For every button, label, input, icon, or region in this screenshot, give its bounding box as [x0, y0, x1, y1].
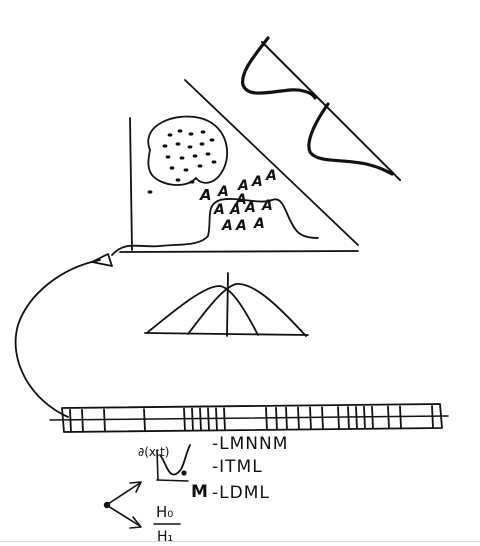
small-plot-point: [181, 470, 187, 476]
timeline-tick: [275, 406, 278, 431]
arc-arrowhead-icon: [91, 253, 113, 267]
cluster-dot: [205, 152, 211, 156]
a-symbol: A: [229, 202, 241, 218]
cluster-dot: [188, 132, 194, 136]
method-item-2: -ITML: [212, 457, 263, 477]
timeline-ticks: [69, 405, 434, 433]
timeline-tick: [371, 405, 374, 430]
cluster-dot: [199, 142, 205, 146]
small-plot-x-axis: [156, 479, 189, 482]
dist-curve-right: [187, 283, 307, 337]
small-plot-marker: M: [191, 482, 208, 502]
small-plot: ∂(x;t) M: [138, 444, 208, 502]
a-symbol: A: [199, 186, 212, 204]
cluster-boundary-blob: [147, 115, 228, 186]
cluster-dot: [209, 138, 215, 142]
a-symbol: A: [221, 218, 233, 234]
arrow-down-line: [107, 505, 141, 527]
a-symbol: A: [217, 184, 229, 200]
timeline-tick: [355, 405, 358, 430]
overlapping-distributions: [144, 272, 309, 337]
timeline-tick: [143, 408, 146, 433]
timeline-centerline: [49, 415, 449, 421]
timeline-tick: [297, 406, 300, 431]
cluster-dot: [179, 156, 185, 160]
cluster-dot: [183, 168, 189, 172]
small-plot-y-axis: [156, 449, 159, 481]
timeline-tick: [399, 405, 402, 430]
timeline-tick: [347, 406, 350, 430]
timeline-tick: [199, 407, 202, 432]
cluster-dot: [175, 178, 181, 182]
arrow-up-line: [107, 482, 141, 505]
timeline-tick: [265, 406, 268, 431]
bottom-divider: [0, 541, 480, 542]
cluster-dot: [177, 129, 183, 133]
dist-curve-left: [147, 285, 259, 336]
timeline-tick: [431, 405, 434, 429]
cluster-dot: [165, 155, 171, 159]
a-symbol: A: [213, 202, 225, 218]
timeline-tick: [321, 406, 324, 431]
cluster-dot: [189, 180, 195, 184]
hypothesis-sketch: H₀ H₁: [103, 481, 181, 545]
cluster-dot: [169, 166, 175, 170]
timeline-tick: [191, 407, 194, 432]
arrow-up-icon: [129, 481, 142, 493]
arrow-down-icon: [129, 516, 142, 529]
cluster-dot: [211, 160, 217, 164]
timeline-outline: [61, 403, 443, 433]
timeline-tick: [207, 407, 210, 432]
timeline-tick: [69, 409, 72, 433]
timeline-tick: [81, 408, 84, 433]
arc-path: [14, 259, 101, 418]
hypothesis-h0: H₀: [156, 503, 173, 521]
a-symbol: A: [261, 198, 273, 214]
spiral-loop-upper: [241, 36, 317, 100]
connector-arc: [14, 253, 113, 418]
timeline-tick: [223, 407, 226, 432]
spiral-sketch: [241, 36, 401, 181]
y-axis-line: [129, 117, 133, 251]
small-plot-ylabel: ∂(x;t): [138, 445, 169, 459]
triangle-diagonal: [184, 79, 359, 246]
a-symbol: A: [244, 200, 256, 216]
timeline-tick: [363, 405, 366, 430]
a-symbol: A: [253, 216, 265, 232]
spiral-loop-lower: [307, 102, 394, 176]
timeline-tick: [215, 407, 218, 432]
cluster-dot: [162, 144, 168, 148]
cluster-dot: [197, 164, 203, 168]
cluster-dot: [192, 154, 198, 158]
a-symbol: A: [251, 174, 263, 190]
dot-cluster: [147, 129, 217, 194]
dist-threshold-line: [226, 272, 229, 337]
cluster-dot: [187, 145, 193, 149]
boundary-curve: [111, 198, 319, 256]
spiral-axis-line: [261, 41, 401, 181]
a-symbol: A: [265, 168, 277, 184]
small-plot-curve: [159, 444, 191, 476]
timeline-tick: [309, 406, 312, 431]
timeline-tick: [337, 406, 340, 430]
x-axis-line: [119, 250, 359, 253]
a-symbol: A: [237, 178, 249, 194]
a-symbol: A: [235, 218, 247, 234]
timeline-tick: [387, 405, 390, 430]
method-item-3: -LDML: [212, 483, 270, 503]
timeline-bar: [49, 403, 449, 433]
method-list: -LMNNM -ITML -LDML: [212, 434, 288, 503]
method-item-1: -LMNNM: [212, 434, 288, 454]
cluster-dot: [147, 190, 153, 194]
triangle-frame: [184, 79, 359, 246]
cluster-dot: [175, 142, 181, 146]
timeline-tick: [285, 406, 288, 431]
hypothesis-h1: H₁: [157, 529, 173, 545]
cluster-dot: [200, 130, 206, 134]
timeline-tick: [183, 407, 186, 432]
cluster-dot: [167, 133, 173, 137]
timeline-tick: [103, 408, 106, 433]
